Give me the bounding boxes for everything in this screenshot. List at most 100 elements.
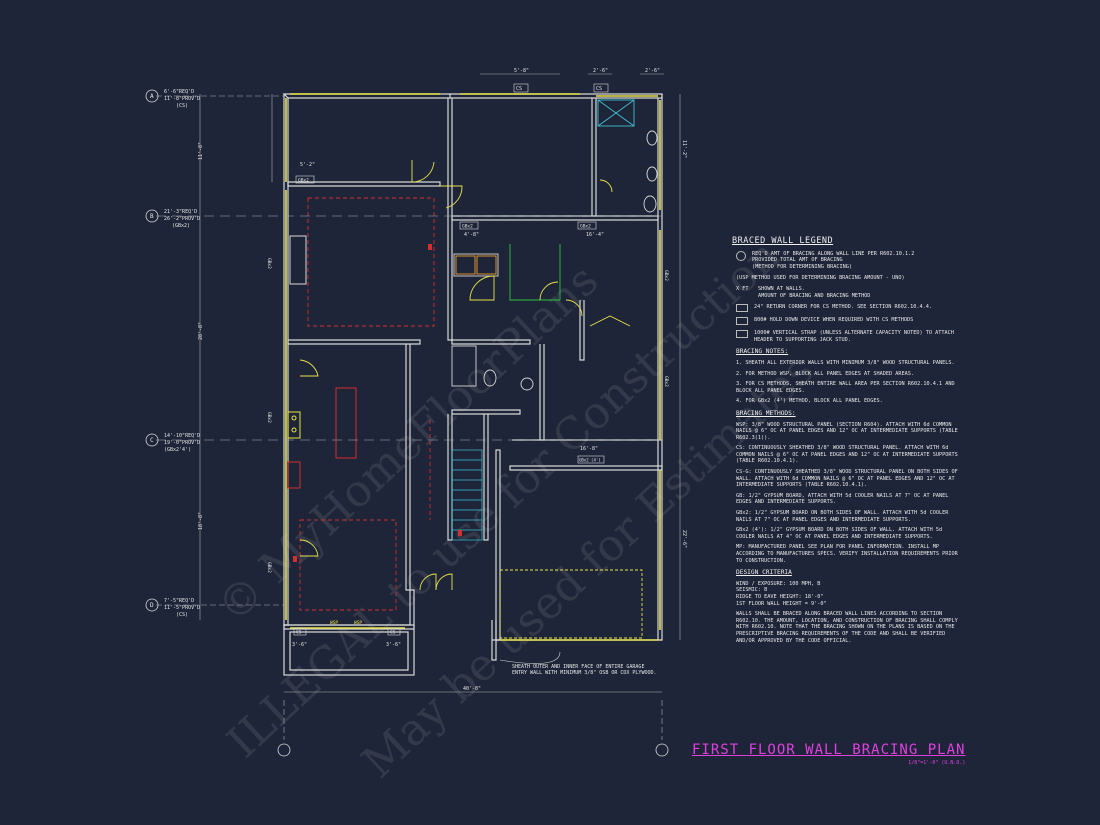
kitchen-fixtures [287, 235, 357, 489]
tag-b-prov: 26'-2"PROV'D [164, 216, 200, 222]
hold-down-icon [736, 317, 748, 326]
legend-xft-row: X FT SHOWN AT WALLS. AMOUNT OF BRACING A… [736, 286, 962, 299]
dimension-lines [156, 73, 681, 740]
legend-tag-line3: (METHOD FOR DETERMINING BRACING) [752, 263, 852, 270]
dim-garage: 16'-8" [580, 446, 598, 452]
dim-top1: 5'-8" [514, 68, 529, 74]
criteria-2: SEISMIC: B [736, 587, 768, 594]
braced-walls [285, 93, 661, 641]
tag-d-id: D [150, 602, 154, 609]
garage-note: SHEATH OUTER AND INNER FACE OF ENTIRE GA… [512, 664, 657, 676]
method-gb: GB: 1/2" GYPSUM BOARD, ATTACH WITH 5d CO… [736, 492, 949, 506]
methods-title: BRACING METHODS: [736, 409, 796, 417]
dim-left-b: 28'-8" [198, 322, 204, 340]
criteria-1: WIND / EXPOSURE: 100 MPH, B [736, 580, 821, 587]
drawing-scale: 1/8"=1'-0" (U.N.O.) [908, 760, 966, 766]
bracing-legend: BRACED WALL LEGEND REQ'D AMT OF BRACING … [732, 236, 962, 648]
room-outlines-dashed [299, 197, 435, 611]
label-cs-br: CS [390, 630, 396, 636]
dimension-texts: 5'-8" 2'-6" 2'-6" 11'-8" 28'-8" 18'-8" 4… [198, 68, 687, 692]
legend-shown-walls: SHOWN AT WALLS. [758, 285, 805, 292]
tag-a-req: 6'-6"REQ'D [164, 89, 194, 95]
legend-return-row: 24" RETURN CORNER FOR CS METHOD. SEE SEC… [736, 304, 962, 313]
dim-room2: 4'-8" [464, 232, 479, 238]
return-corner-icon [736, 304, 748, 313]
closing-note: WALLS SHALL BE BRACED ALONG BRACED WALL … [736, 611, 958, 644]
drawing-title: FIRST FLOOR WALL BRACING PLAN [692, 742, 966, 758]
tag-d-prov: 11'-5"PROV'D [164, 605, 200, 611]
tag-c-type: (GBx2'4') [164, 447, 191, 453]
garage-note-wrap: SHEATH OUTER AND INNER FACE OF ENTIRE GA… [512, 664, 657, 676]
criteria-title: DESIGN CRITERIA [736, 569, 792, 577]
criteria-4: 1ST FLOOR WALL HEIGHT = 9'-0" [736, 600, 827, 607]
dim-room1: 5'-2" [300, 162, 315, 168]
label-right-2: GBx2 [663, 376, 669, 387]
watermark-line2: ILLEGAL to use for Construction [218, 230, 790, 768]
criteria-3: RIDGE TO EAVE HEIGHT: 18'-0" [736, 593, 824, 600]
tag-a-id: A [150, 93, 154, 100]
method-csg: CS-G: CONTINUOUSLY SHEATHED 3/8" WOOD ST… [736, 469, 958, 489]
tag-b-id: B [150, 213, 154, 220]
bracing-line-tags: A 6'-6"REQ'D 11'-8"PROV'D (CS) B 21'-3"R… [145, 89, 669, 757]
label-gbx2-4: GBx2 (4') [579, 458, 601, 463]
legend-tag-line1: REQ'D AMT OF BRACING ALONG WALL LINE PER… [752, 250, 915, 257]
hold-down-markers [293, 244, 462, 562]
line-tag-icon [736, 250, 746, 261]
tag-c-req: 14'-10"REQ'D [164, 433, 200, 439]
legend-holddown: 800# HOLD DOWN DEVICE WHEN REQUIRED WITH… [754, 317, 914, 324]
dim-top2: 2'-6" [593, 68, 608, 74]
label-right-1: GBx2 [663, 270, 669, 281]
dim-room3: 16'-4" [586, 232, 604, 238]
label-left-2: GBx2 [266, 412, 272, 423]
legend-tag-line2: PROVIDED TOTAL AMT OF BRACING [752, 257, 843, 264]
tag-c-id: C [150, 437, 154, 444]
tag-b-type: (GBx2) [172, 223, 190, 229]
label-cs-bl: CS [296, 630, 302, 636]
tag-a-type: (CS) [176, 103, 188, 109]
bath-fixtures [451, 99, 658, 391]
tag-c-prov: 19'-0"PROV'D [164, 440, 200, 446]
legend-strap: 1000# VERTICAL STRAP (UNLESS ALTERNATE C… [754, 330, 954, 343]
note-1: 1. SHEATH ALL EXTERIOR WALLS WITH MINIMU… [736, 359, 955, 366]
dim-left-a: 11'-8" [198, 142, 204, 160]
label-cs-top2: CS [596, 86, 602, 92]
legend-xft: X FT [736, 285, 749, 292]
note-4: 4. FOR GBx2 (4') METHOD, BLOCK ALL PANEL… [736, 398, 883, 405]
note-3: 3. FOR CS METHODS, SHEATH ENTIRE WALL AR… [736, 381, 955, 394]
dim-top3: 2'-6" [645, 68, 660, 74]
dim-right1: 11'-2" [681, 140, 687, 158]
legend-tag-row: REQ'D AMT OF BRACING ALONG WALL LINE PER… [736, 250, 962, 271]
note-2: 2. FOR METHOD WSP, BLOCK ALL PANEL EDGES… [736, 370, 915, 377]
doors [299, 160, 631, 591]
dim-right2: 22'-6" [681, 530, 687, 548]
label-left-1: GBx2 [266, 258, 272, 269]
wall-type-labels: CS CS GBx2 GBx2 GBx2 GBx2 (4') CS CS WSP… [266, 83, 669, 636]
garage-note-leader [499, 651, 561, 664]
method-gbx2: GBx2: 1/2" GYPSUM BOARD ON BOTH SIDES OF… [736, 510, 949, 523]
label-gbx2-c: GBx2 [580, 224, 591, 230]
legend-holddown-row: 800# HOLD DOWN DEVICE WHEN REQUIRED WITH… [736, 317, 962, 326]
label-cs-top: CS [516, 86, 522, 92]
method-gbx2-4: GBx2 (4'): 1/2" GYPSUM BOARD ON BOTH SID… [736, 527, 943, 540]
dim-br: 3'-6" [386, 642, 401, 648]
legend-amount-method: AMOUNT OF BRACING AND BRACING METHOD [758, 292, 871, 299]
label-wsp-b: WSP [354, 620, 362, 626]
label-gbx2-a: GBx2 [298, 178, 309, 184]
legend-strap-row: 1000# VERTICAL STRAP (UNLESS ALTERNATE C… [736, 330, 962, 343]
watermark: © MyHomeFloorPlans ILLEGAL to use for Co… [208, 230, 824, 788]
legend-return: 24" RETURN CORNER FOR CS METHOD. SEE SEC… [754, 304, 933, 311]
tag-d-type: (CS) [176, 612, 188, 618]
method-cs: CS: CONTINUOUSLY SHEATHED 3/8" WOOD STRU… [736, 445, 958, 465]
legend-title: BRACED WALL LEGEND [732, 236, 834, 246]
tag-b-req: 21'-3"REQ'D [164, 209, 197, 215]
method-mp: MP: MANUFACTURED PANEL SEE PLAN FOR PANE… [736, 544, 958, 564]
strap-icon [736, 330, 748, 339]
label-wsp-a: WSP [330, 620, 338, 626]
legend-usp-note: (USP METHOD USED FOR DETERMINING BRACING… [736, 275, 905, 282]
method-wsp: WSP: 3/8" WOOD STRUCTURAL PANEL (SECTION… [736, 421, 958, 441]
label-left-3: GBx2 [266, 562, 272, 573]
stairs [451, 449, 483, 541]
notes-title: BRACING NOTES: [736, 348, 789, 356]
dim-bottom: 40'-8" [463, 686, 481, 692]
